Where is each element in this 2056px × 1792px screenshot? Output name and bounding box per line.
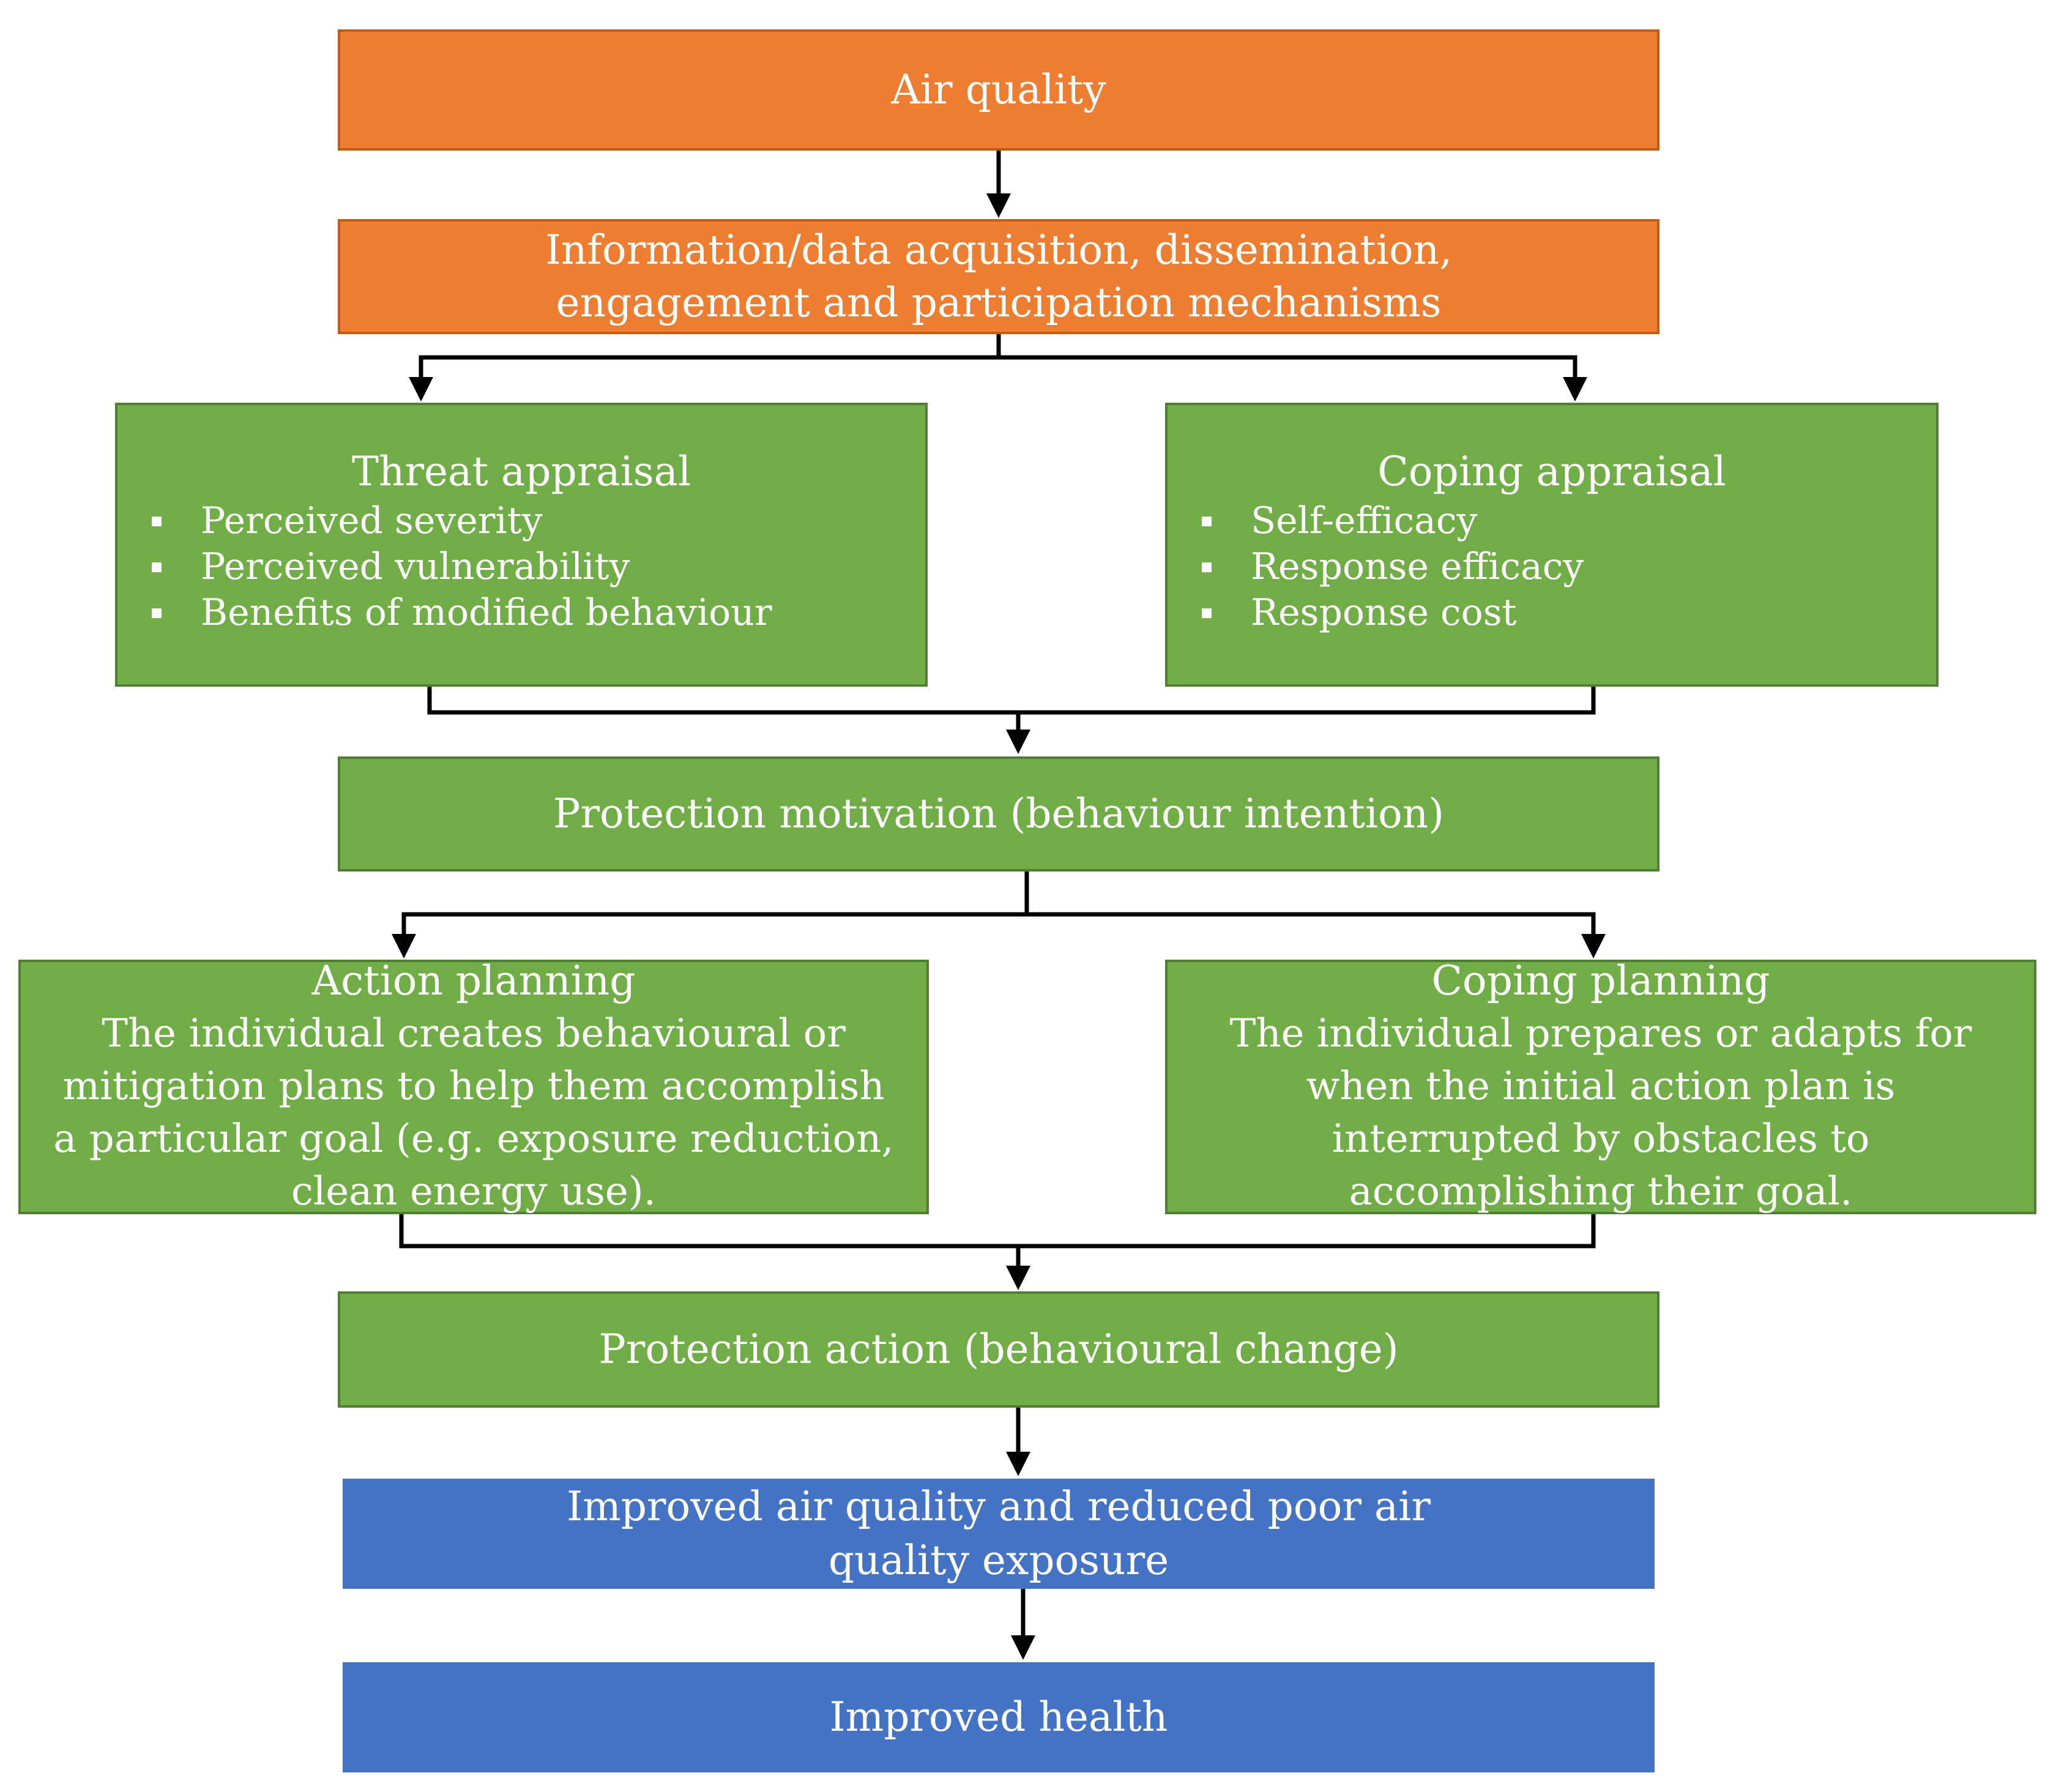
arrowhead-air-to-information [986,193,1011,218]
improved-air-quality-box: Improved air quality and reduced poor ai… [343,1479,1655,1589]
action-planning-title: Action planning [311,957,636,1004]
improved-health-label: Improved health [829,1693,1168,1741]
arrow-planning-merge [399,1214,1596,1249]
arrowhead-to-action-planning [392,934,416,958]
arrowhead-to-health [1011,1635,1035,1660]
protection-motivation-box: Protection motivation (behaviour intenti… [338,756,1659,872]
arrow-motivation-split [401,872,1029,936]
arrow-information-to-coping [999,355,1577,379]
action-planning-description: The individual creates behavioural or mi… [53,1011,894,1214]
protection-action-label: Protection action (behavioural change) [598,1326,1399,1373]
arrowhead-to-action [1006,1266,1030,1290]
threat-appraisal-title: Threat appraisal [351,448,691,495]
coping-appraisal-list: Self-efficacy Response efficacy Response… [1201,498,1584,636]
coping-item-response-efficacy: Response efficacy [1201,544,1584,590]
arrowhead-to-threat [409,377,433,401]
coping-appraisal-box: Coping appraisal Self-efficacy Response … [1165,403,1939,687]
coping-appraisal-title: Coping appraisal [1377,448,1726,495]
improved-health-box: Improved health [343,1662,1655,1772]
information-label: Information/data acquisition, disseminat… [545,226,1453,326]
arrow-appraisal-merge [427,687,1596,715]
arrowhead-to-coping [1563,377,1587,401]
improved-air-quality-label: Improved air quality and reduced poor ai… [567,1483,1431,1584]
threat-item-benefits: Benefits of modified behaviour [152,590,772,636]
threat-appraisal-box: Threat appraisal Perceived severity Perc… [115,403,928,687]
arrowhead-to-improved-air [1006,1452,1030,1476]
action-planning-box: Action planning The individual creates b… [18,957,929,1214]
air-quality-box: Air quality [338,29,1659,151]
air-quality-label: Air quality [891,66,1106,114]
information-box: Information/data acquisition, disseminat… [338,219,1659,334]
coping-planning-box: Coping planning The individual prepares … [1165,957,2036,1214]
coping-planning-description: The individual prepares or adapts for wh… [1229,1011,1972,1214]
threat-item-vulnerability: Perceived vulnerability [152,544,772,590]
arrow-motivation-to-coping-planning [1027,912,1596,936]
coping-item-response-cost: Response cost [1201,590,1584,636]
coping-planning-title: Coping planning [1431,957,1770,1004]
protection-action-box: Protection action (behavioural change) [338,1291,1659,1408]
arrowhead-to-motivation [1006,730,1030,754]
threat-appraisal-list: Perceived severity Perceived vulnerabili… [152,498,772,636]
coping-item-self-efficacy: Self-efficacy [1201,498,1584,544]
threat-item-severity: Perceived severity [152,498,772,544]
arrow-information-split [419,334,1001,379]
arrowhead-to-coping-planning [1581,934,1606,958]
protection-motivation-label: Protection motivation (behaviour intenti… [553,790,1444,838]
